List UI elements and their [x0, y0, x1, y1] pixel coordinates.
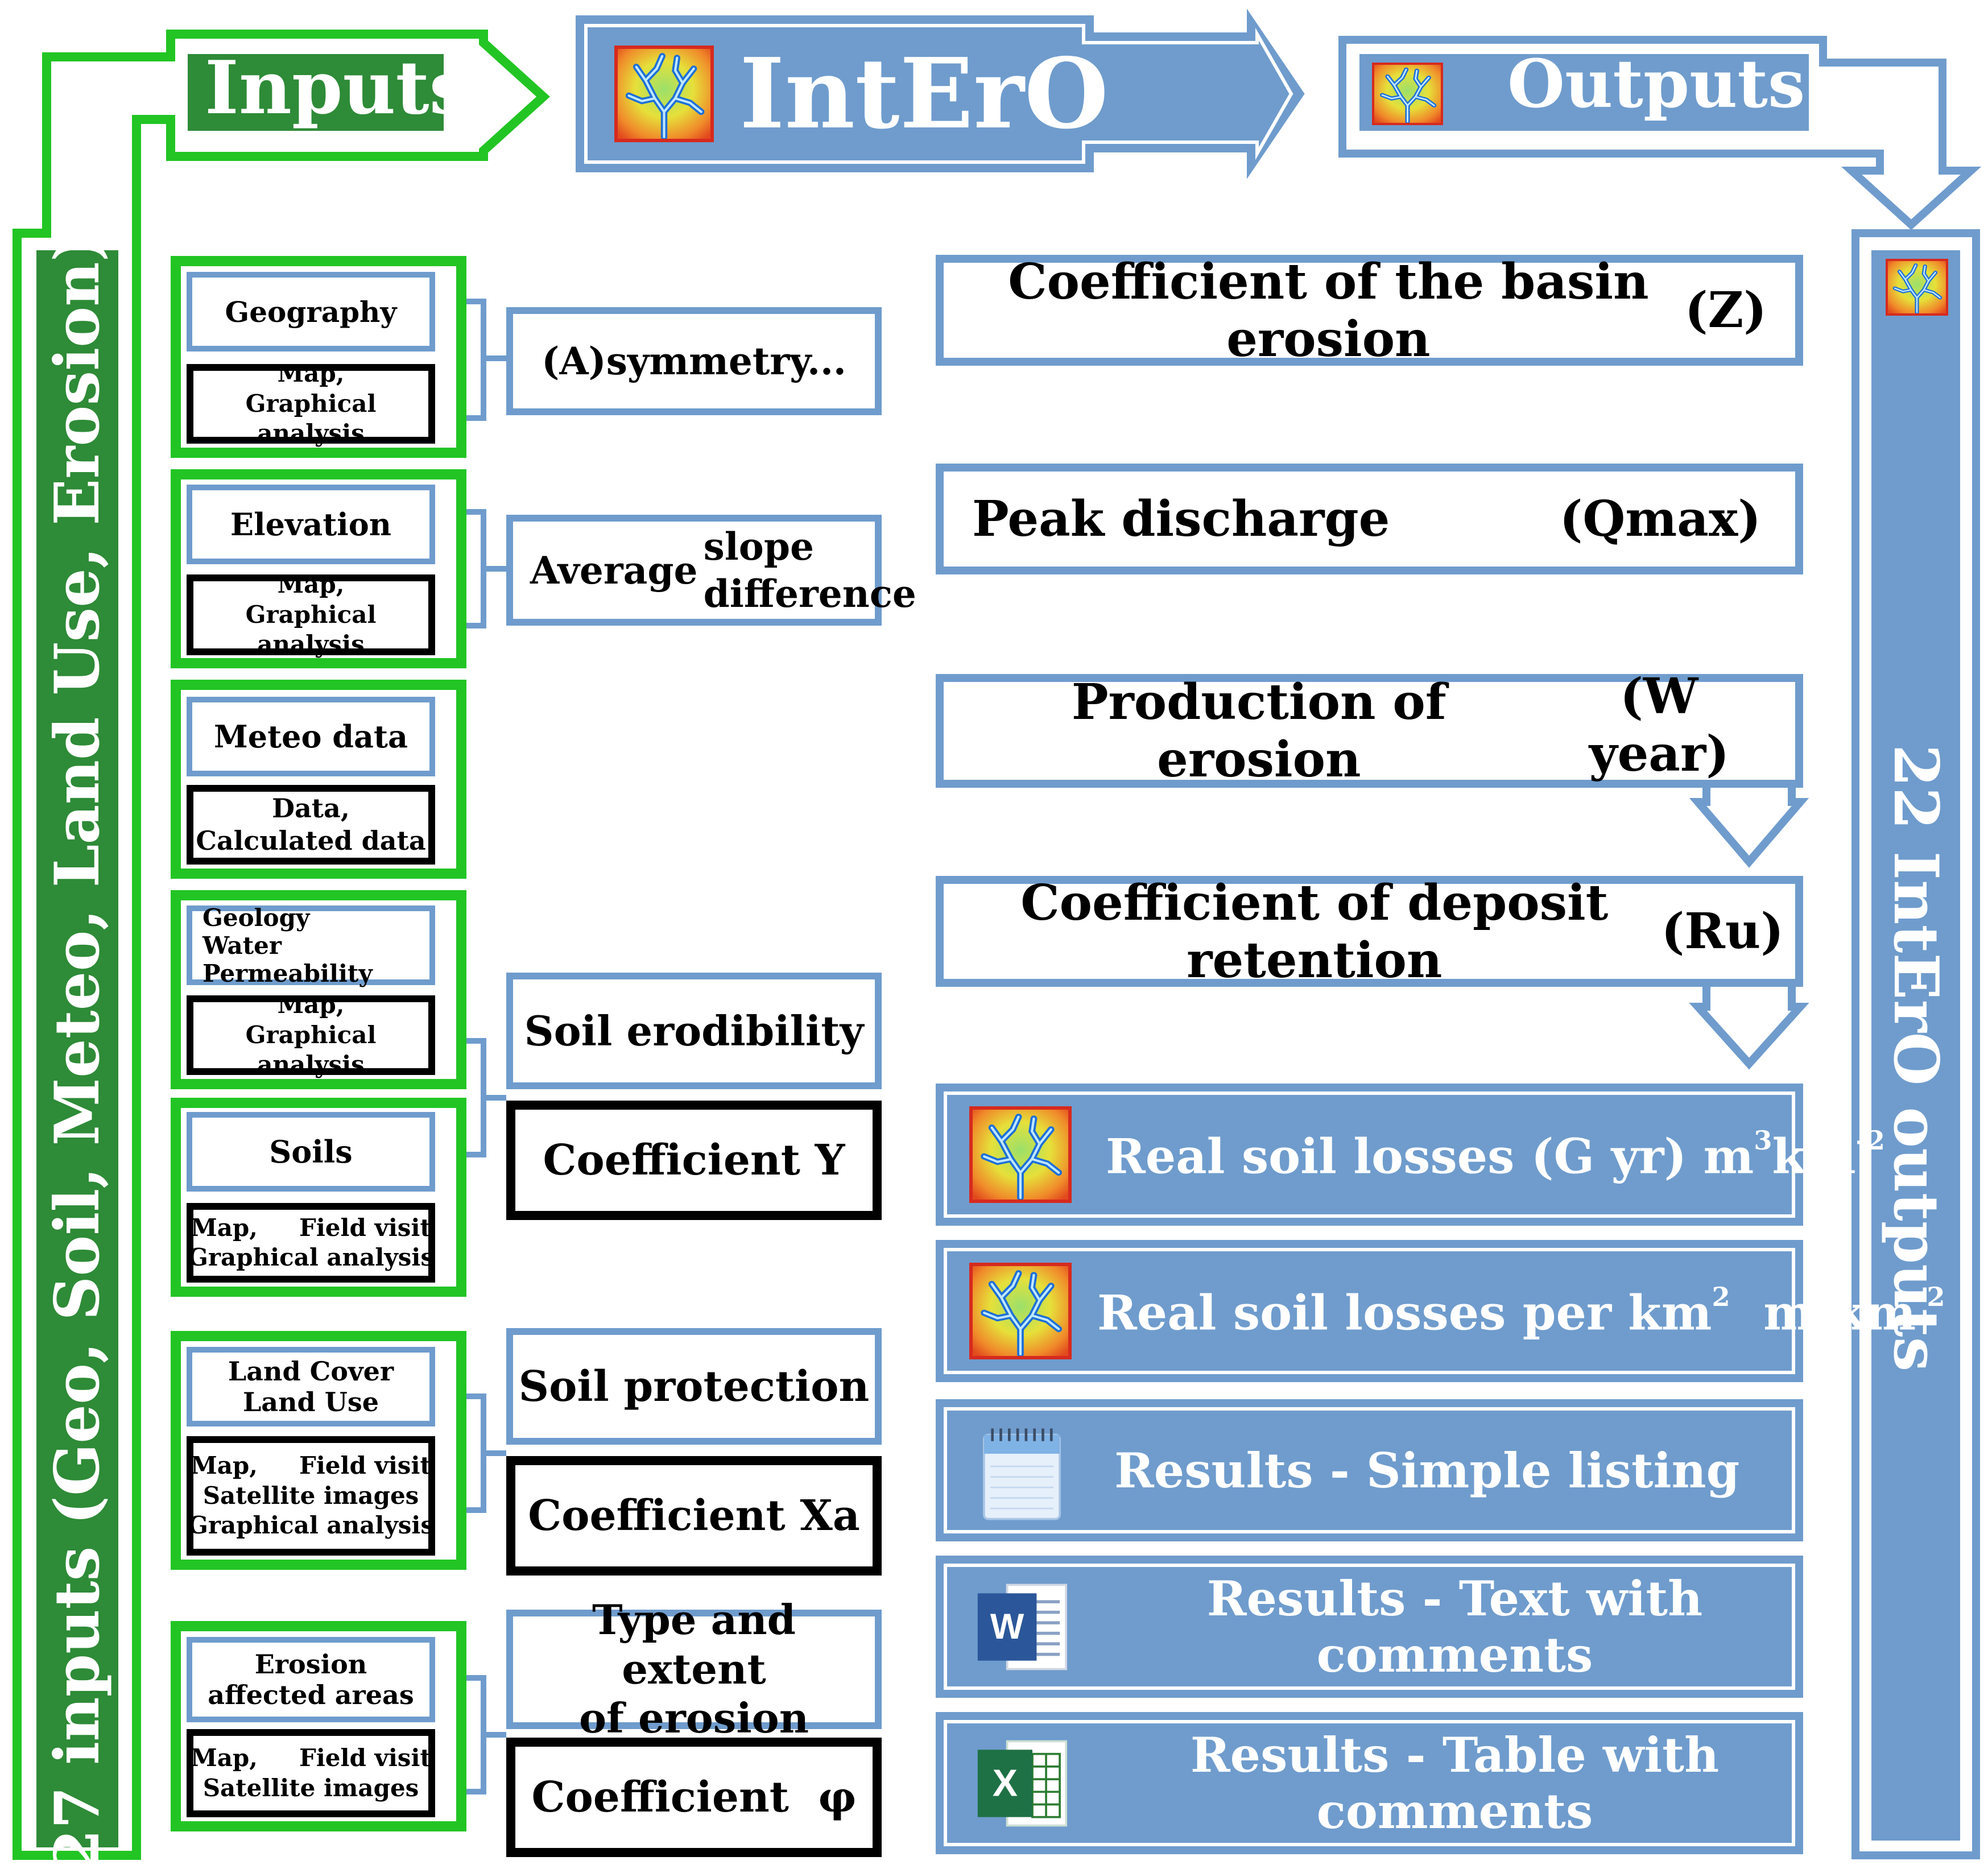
slope-average-text: Average [530, 548, 698, 593]
asymmetry-box: (A)symmetry... [506, 307, 882, 415]
output-peak-discharge: Peak discharge (Qmax) [936, 464, 1803, 574]
peak-discharge-label: Peak discharge [972, 490, 1390, 548]
bracket-4 [466, 1394, 506, 1513]
real-losses-km2-sup1: 3 [1814, 1281, 1833, 1312]
soil-erodibility-box: Soil erodibility [506, 973, 882, 1089]
down-arrow-2 [1689, 987, 1809, 1070]
outputs-label: Outputs [1507, 46, 1805, 123]
real-losses-gyr-label: Real soil losses (G yr) m [1106, 1128, 1754, 1185]
intero-arrow [576, 9, 1305, 179]
slope-stack: slope difference [704, 523, 916, 617]
excel-letter: X [993, 1762, 1018, 1804]
output-real-losses-km2: Real soil losses per km2 m3km-2 [936, 1240, 1945, 1382]
input-methods-erosion: Map, Field visit Satellite images [187, 1729, 435, 1817]
real-losses-km2-text: Real soil losses per km2 m3km-2 [1097, 1281, 1945, 1341]
input-title-geography: Geography [187, 272, 435, 352]
input-title-landcover: Land Cover Land Use [187, 1347, 435, 1426]
retention-symbol: (Ru) [1661, 903, 1784, 960]
left-bar-fill [36, 250, 118, 1847]
text-comments-text: Results - Text with comments [1206, 1570, 1703, 1683]
input-methods-elevation: Map, Graphical analysis [187, 570, 435, 658]
basin-erosion-label: Coefficient of the basin erosion [1008, 253, 1649, 368]
inputs-count-label: 27 inputs (Geo, Soil, Meteo, Land Use, E… [42, 233, 113, 1869]
app-title: IntErO [739, 37, 1109, 151]
input-title-meteo: Meteo data [187, 697, 435, 776]
coefficient-xa-box: Coefficient Xa [506, 1456, 882, 1576]
output-simple-listing: Results - Simple listing [936, 1399, 1803, 1541]
right-bar-fill [1871, 250, 1960, 1841]
input-methods-soils: Map, Field visit Graphical analysis [187, 1203, 435, 1283]
retention-label: Coefficient of deposit retention [1020, 874, 1609, 989]
simple-listing-text: Results - Simple listing [1114, 1442, 1740, 1499]
output-table-comments: X Results - Table with comments [936, 1712, 1803, 1854]
output-real-losses-gyr: Real soil losses (G yr) m3km-2 [936, 1084, 1885, 1226]
input-methods-landcover: Map, Field visit Satellite images Graphi… [187, 1436, 435, 1556]
real-losses-km2-unit: m [1730, 1284, 1814, 1341]
input-title-soils: Soils [187, 1112, 435, 1192]
real-losses-km2-map-icon [969, 1263, 1072, 1359]
input-title-geology: Geology Water Permeability [187, 904, 435, 987]
output-text-comments: W Results - Text with comments [936, 1556, 1803, 1698]
excel-icon: X [969, 1731, 1074, 1836]
soil-protection-box: Soil protection [506, 1328, 882, 1445]
output-deposit-retention: Coefficient of deposit retention (Ru) [936, 874, 1803, 989]
word-icon: W [969, 1574, 1074, 1680]
down-arrow-1 [1689, 788, 1809, 868]
right-bar-logo-icon [1886, 259, 1948, 316]
table-comments-text: Results - Table with comments [1190, 1727, 1720, 1839]
bracket-2 [466, 509, 506, 628]
bracket-5 [466, 1675, 506, 1794]
real-losses-gyr-sup2: -2 [1855, 1124, 1885, 1156]
input-methods-meteo: Data, Calculated data [187, 785, 435, 865]
real-losses-km2-sup: 2 [1712, 1281, 1730, 1312]
basin-erosion-symbol: (Z) [1684, 282, 1767, 339]
output-production-erosion: Production of erosion (W year) [936, 668, 1803, 788]
peak-discharge-symbol: (Qmax) [1559, 490, 1761, 548]
real-losses-map-icon [969, 1106, 1072, 1203]
notepad-icon [969, 1418, 1074, 1523]
coefficient-phi-box: Coefficient φ [506, 1738, 882, 1857]
output-basin-erosion: Coefficient of the basin erosion (Z) [936, 253, 1803, 368]
outputs-logo-icon [1372, 63, 1443, 125]
bracket-1 [466, 299, 506, 421]
production-label: Production of erosion [1071, 673, 1446, 788]
real-losses-km2-label: Real soil losses per km [1097, 1284, 1712, 1341]
type-extent-box: Type and extent of erosion [506, 1595, 882, 1742]
production-symbol: (W year) [1589, 668, 1730, 783]
bracket-3 [466, 1038, 506, 1157]
real-losses-km2-sup2: -2 [1916, 1281, 1945, 1312]
input-title-erosion: Erosion affected areas [187, 1637, 435, 1722]
difference-text: difference [703, 571, 916, 616]
real-losses-gyr-sup1: 3 [1754, 1124, 1772, 1156]
real-losses-gyr-text: Real soil losses (G yr) m3km-2 [1106, 1125, 1885, 1185]
slope-text: slope [703, 524, 814, 569]
coefficient-y-box: Coefficient Y [506, 1101, 882, 1220]
slope-box: Average slope difference [506, 515, 916, 626]
word-letter: W [990, 1606, 1024, 1646]
intero-logo-icon [614, 46, 714, 142]
inputs-label-fill [188, 54, 444, 131]
outputs-count-label: 22 IntErO outputs [1880, 744, 1952, 1372]
inputs-label: Inputs [205, 46, 470, 131]
real-losses-gyr-unit: km [1772, 1128, 1856, 1185]
real-losses-km2-unit2: km [1832, 1284, 1916, 1341]
input-title-elevation: Elevation [187, 485, 435, 564]
input-methods-geology: Map, Graphical analysis [187, 991, 435, 1078]
input-methods-geography: Map, Graphical analysis [187, 359, 435, 447]
